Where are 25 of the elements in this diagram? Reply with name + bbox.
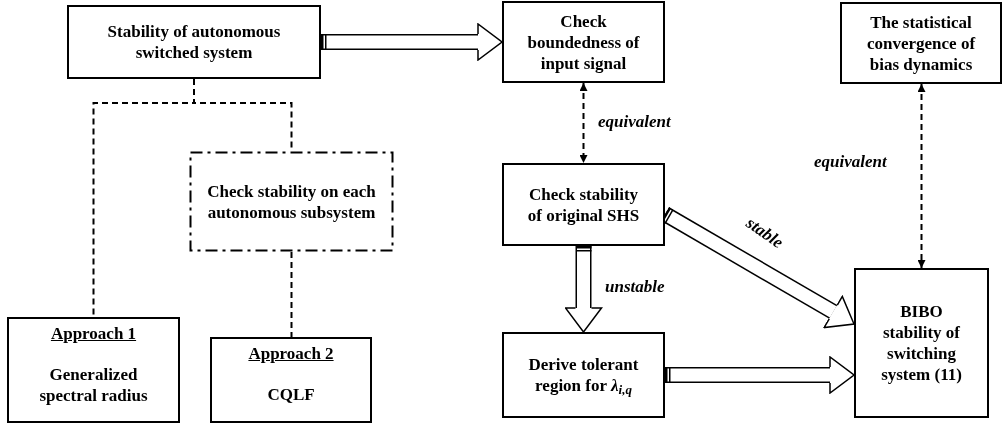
box-text: BIBO stability of switching system (11) [880, 301, 963, 385]
process-box [502, 163, 665, 246]
arrow [579, 82, 588, 164]
box-text: The statistical convergence of bias dynamics [865, 11, 977, 75]
process-box [502, 332, 665, 418]
box-heading: Approach 2 [248, 343, 334, 364]
process-box [210, 337, 372, 423]
box-heading: Approach 1 [50, 323, 137, 344]
process-box [67, 5, 321, 79]
arrow [917, 83, 926, 269]
edge-label: equivalent [596, 112, 673, 132]
box-text: Stability of autonomous switched system [106, 21, 282, 63]
process-box [502, 1, 665, 83]
process-box [854, 268, 989, 418]
box-text: Check boundedness of input signal [526, 10, 641, 74]
process-box [189, 151, 394, 252]
box-text: Check stability on each autonomous subsystem [206, 180, 377, 223]
box-text: Derive tolerant region for λ$_{i,q}$ [527, 354, 640, 396]
box-text: Generalized spectral radius [38, 364, 149, 406]
edge-label: equivalent [812, 152, 889, 172]
process-box [840, 2, 1002, 84]
box-text: Check stability of original SHS [526, 183, 641, 226]
box-text: CQLF [267, 384, 315, 405]
process-box [7, 317, 180, 423]
connector-line [290, 251, 293, 338]
